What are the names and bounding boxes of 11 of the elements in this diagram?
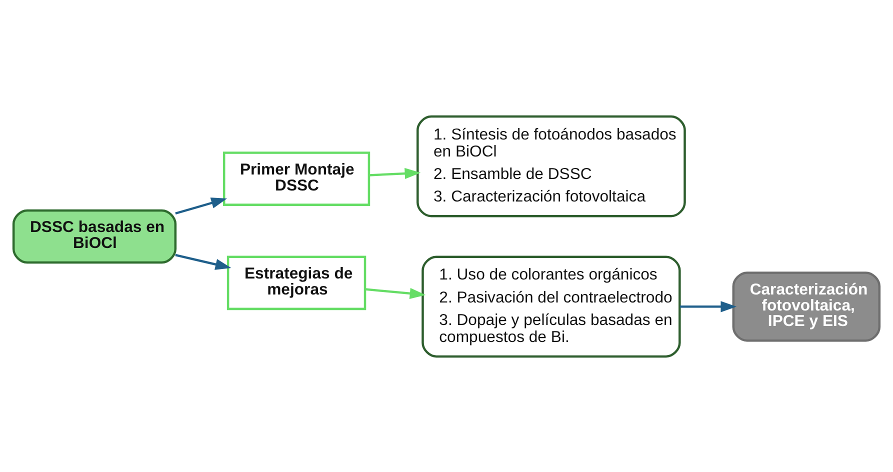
node-box: Primer Montaje DSSC: [222, 151, 370, 206]
node-box: 1. Síntesis de fotoánodos basados en BiOCl 2. Ensamble de DSSC 3. Caracterización fotovoltaica: [416, 114, 686, 217]
node-box: DSSC basadas en BiOCl: [12, 208, 177, 264]
node-box: 1. Uso de colorantes orgánicos 2. Pasivación del contraelectrodo 3. Dopaje y películas basadas en compuestos de Bi.: [422, 255, 681, 358]
arrow: [175, 197, 228, 214]
arrow: [368, 167, 421, 179]
arrow: [680, 300, 737, 312]
arrow: [175, 253, 232, 270]
arrow: [365, 287, 426, 299]
node-box: Caracterización fotovoltaica, IPCE y EIS: [732, 271, 881, 342]
node-box: Estrategias de mejoras: [226, 255, 366, 310]
